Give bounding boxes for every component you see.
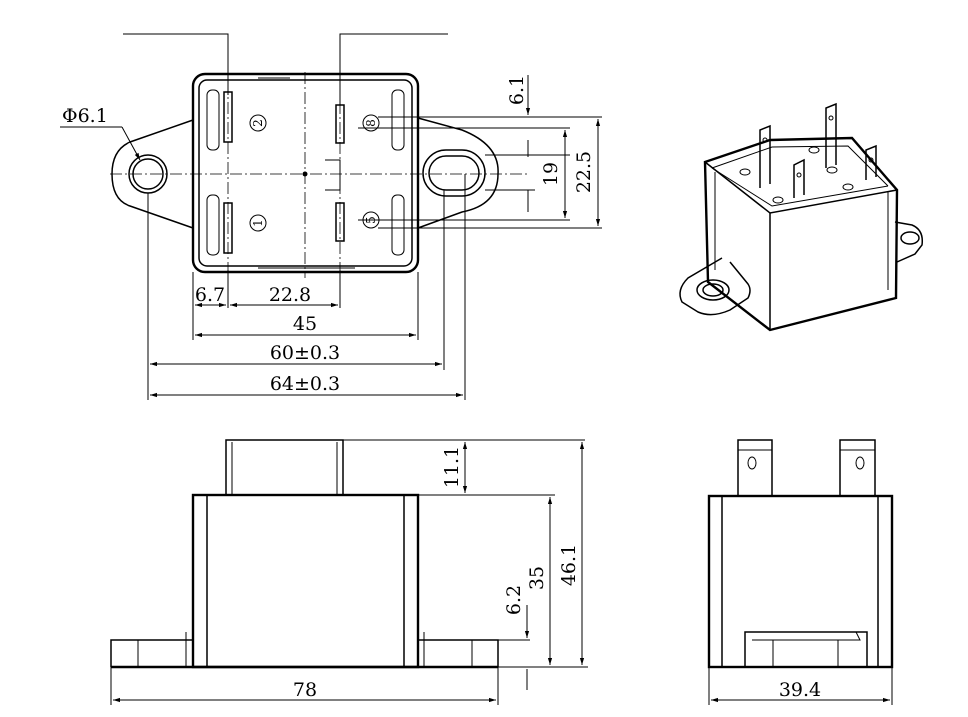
pin-leader-right: [339, 33, 448, 105]
side-base-slot-inner: [752, 631, 861, 641]
side-terminal-right-hole: [855, 456, 865, 470]
iso-left-hole: [702, 283, 724, 297]
dim-19: 19: [540, 162, 562, 186]
rib-top-right: [391, 89, 405, 151]
dim-11-1: 11.1: [441, 446, 463, 488]
dim-35: 35: [526, 566, 548, 590]
rib-top-left: [206, 89, 220, 151]
dim-78: 78: [293, 679, 317, 701]
pin-number-8: 8: [364, 119, 378, 127]
right-mount-slot: [428, 155, 480, 191]
top-view: 2 8 1 5 Φ6.1 6.1 19 22.5: [60, 33, 602, 400]
pin-leader-left: [123, 33, 229, 95]
pin-circle-2: [249, 114, 267, 132]
iso-top-rim: [711, 167, 889, 207]
hole-diameter-label: Φ6.1: [62, 105, 108, 127]
side-body: [707, 494, 894, 669]
iso-body-outline: [703, 136, 899, 332]
iso-pad-2: [772, 196, 784, 204]
front-base-pocket-right: [417, 639, 473, 668]
dim-22-8: 22.8: [269, 284, 311, 306]
isometric-view: [679, 102, 924, 332]
side-terminal-left: [737, 439, 773, 497]
iso-pad-4: [842, 183, 854, 191]
front-view: 11.1 6.2 35 46.1 78: [110, 439, 588, 705]
iso-terminal-c-hole: [796, 172, 802, 178]
iso-top-front-edges: [704, 161, 898, 214]
hole-leader-arrow: [121, 126, 141, 161]
dim-6-1: 6.1: [506, 75, 528, 105]
front-body: [191, 493, 420, 669]
pin-circle-1: [249, 214, 267, 232]
front-terminals: [225, 439, 344, 496]
relay-body-inner: [198, 79, 413, 267]
dim-22-5: 22.5: [573, 151, 595, 193]
right-mounting-ear: [417, 117, 499, 229]
dim-45: 45: [293, 313, 317, 335]
iso-terminal-d-hole: [868, 157, 874, 163]
dim-46-1: 46.1: [558, 544, 580, 586]
side-base-slot: [744, 631, 868, 668]
relay-body-top: [191, 72, 420, 274]
body-center-notch: [325, 159, 341, 191]
front-base-left: [110, 639, 193, 667]
dim-64: 64±0.3: [270, 373, 340, 395]
iso-terminal-c: [793, 158, 805, 198]
rib-bottom-right: [391, 194, 405, 256]
iso-top-rim-back: [711, 145, 889, 187]
iso-pad-1: [739, 168, 751, 176]
iso-pad-3: [808, 146, 820, 154]
iso-terminal-a-hole: [762, 137, 768, 143]
iso-right-hole: [900, 231, 920, 245]
pin-number-1: 1: [251, 219, 265, 227]
iso-terminal-a: [759, 124, 771, 188]
front-base-right: [418, 639, 499, 667]
side-view: 39.4: [707, 439, 894, 705]
dim-39-4: 39.4: [779, 679, 821, 701]
center-point: [302, 171, 308, 177]
iso-left-hole-outer: [696, 279, 730, 301]
rib-bottom-left: [206, 194, 220, 256]
right-mount-slot-outer: [422, 149, 486, 197]
dim-60: 60±0.3: [270, 342, 340, 364]
pin-number-2: 2: [251, 119, 265, 127]
dim-6-2: 6.2: [503, 585, 525, 615]
dim-6-7: 6.7: [195, 284, 225, 306]
iso-terminal-b: [825, 102, 837, 168]
iso-pad-5: [826, 166, 838, 174]
iso-left-ear: [679, 257, 751, 316]
iso-terminal-d: [865, 144, 877, 180]
pin-circle-8: [362, 114, 380, 132]
side-terminal-left-hole: [747, 456, 757, 470]
front-base-pocket-left: [137, 639, 194, 668]
iso-right-ear: [894, 221, 924, 263]
iso-terminal-b-hole: [828, 115, 834, 121]
